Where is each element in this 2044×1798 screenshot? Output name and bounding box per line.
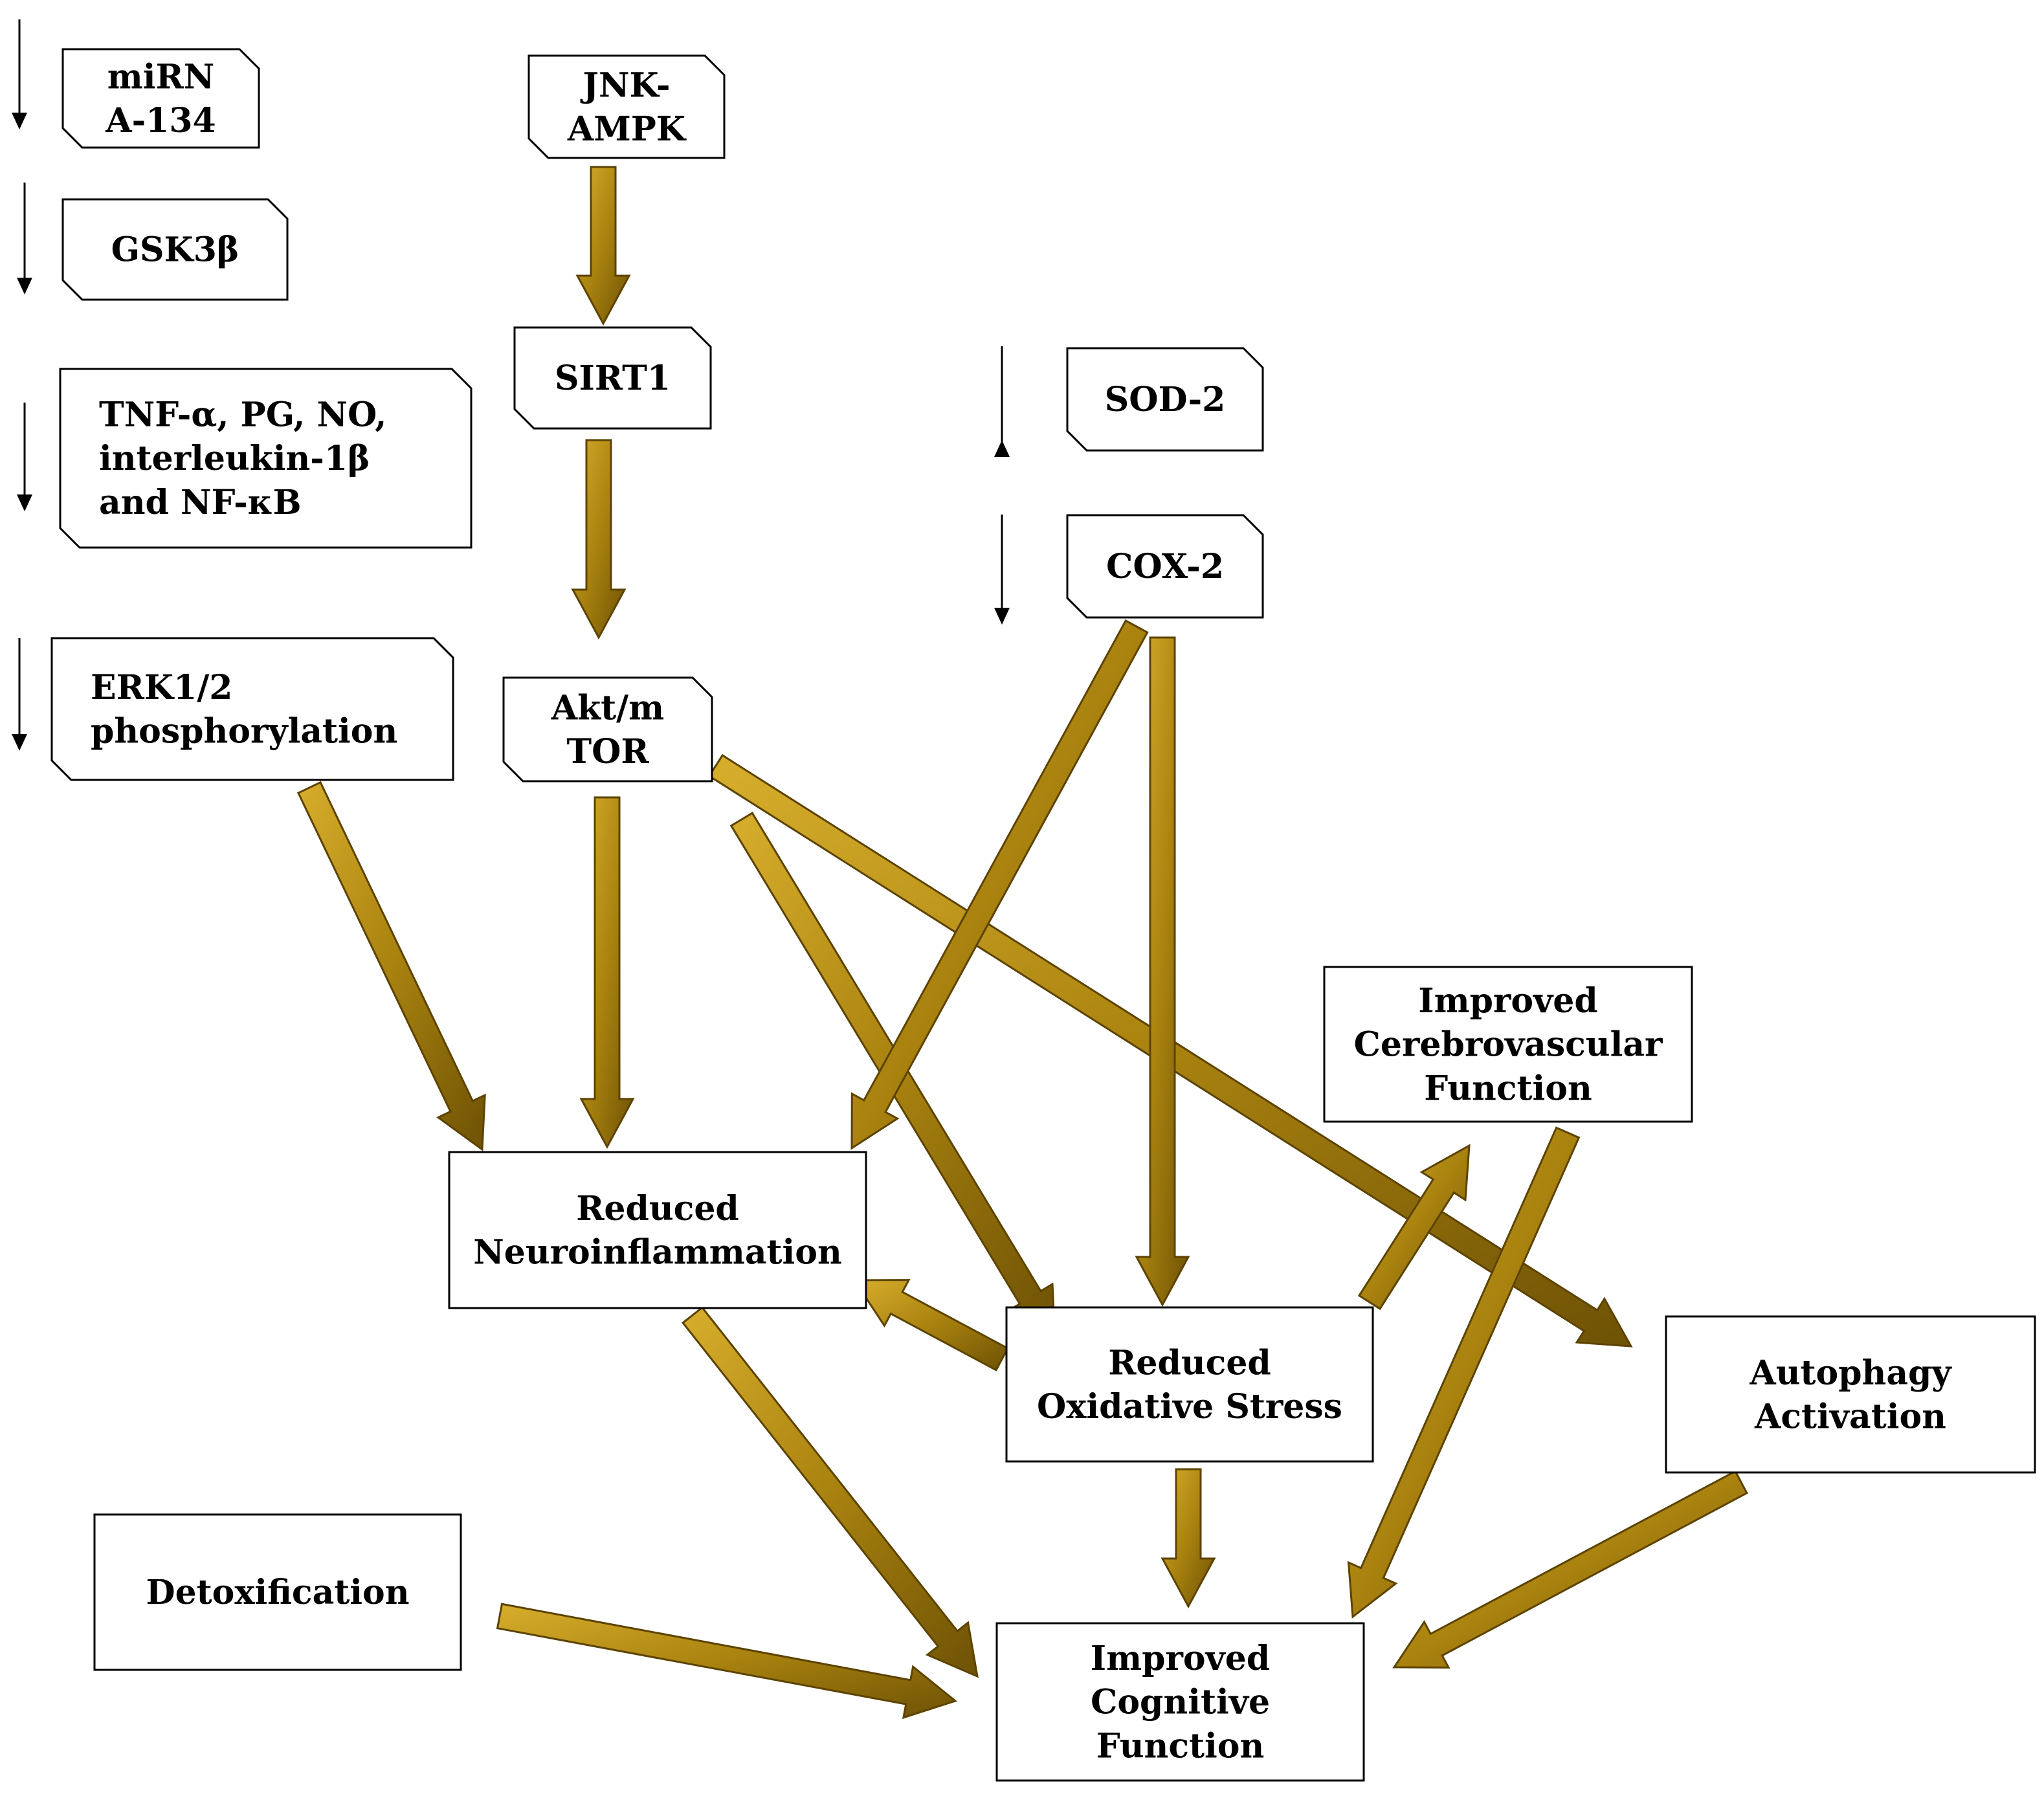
arrow-erk-to-neuro [296,781,486,1151]
node-gsk: GSK3β [61,198,289,301]
arrow-cox-to-oxid [1135,636,1190,1307]
node-cox-label-1: COX-2 [1106,547,1224,586]
node-jnk-label-1: JNK- [580,65,670,105]
node-sod-label-1: SOD-2 [1105,380,1226,419]
node-neuro-label-2: Neuroinflammation [473,1233,842,1272]
node-cognitive-box [995,1622,1365,1782]
node-erk-label-2: phosphorylation [91,712,397,751]
arrow-jnk-to-sirt [575,166,631,326]
mirna-down-arrow-icon [12,19,27,129]
node-akt-box [502,676,713,782]
tnf-down-arrow-icon [17,403,32,511]
node-tnf-label-1: TNF-α, PG, NO, [99,395,386,435]
arrow-neuro-to-cognitive [681,1306,979,1678]
arrow-detox-to-cognitive [496,1603,958,1720]
cox-down-arrow-icon [994,515,1010,625]
node-erk-box [50,637,454,781]
node-neuro-box [448,1151,867,1309]
node-jnk-box [528,54,726,159]
erk-down-arrow-icon [12,638,27,751]
arrow-cox-to-neuro [850,619,1149,1150]
node-cerebro-box [1323,966,1693,1123]
arrow-autophagy-to-cognitive [1392,1470,1748,1669]
node-mirna: miRN A-134 [61,48,260,149]
node-oxid-label-2: Oxidative Stress [1037,1387,1342,1426]
node-cerebro-label-3: Function [1424,1069,1592,1108]
node-cognitive-label-1: Improved [1091,1639,1270,1678]
node-autophagy-label-2: Activation [1754,1397,1946,1437]
node-detox: Detoxification [93,1513,462,1671]
node-gsk-box [61,198,289,301]
node-sod: SOD-2 [1066,347,1264,452]
node-autophagy-label-1: Autophagy [1749,1353,1952,1393]
sod-up-arrow-icon [994,346,1010,457]
arrow-akt-to-neuro [579,796,635,1149]
arrow-sirt-to-akt [571,439,627,640]
node-akt-label-1: Akt/m [551,688,664,727]
node-detox-label-1: Detoxification [146,1573,409,1612]
node-autophagy-box [1665,1315,2036,1474]
arrow-oxid-to-cerebro [1357,1144,1471,1311]
node-cognitive-label-2: Cognitive [1091,1683,1270,1722]
node-cognitive-label-3: Function [1096,1726,1265,1766]
node-akt-label-2: TOR [566,732,649,771]
node-cox: COX-2 [1066,514,1264,619]
node-mirna-label-1: miRN [107,57,215,96]
arrow-oxid-to-neuro [852,1279,1010,1371]
node-mirna-box [61,48,260,149]
node-jnk: JNK-AMPK [528,54,726,159]
node-erk-label-1: ERK1/2 [91,668,232,707]
node-tnf-box [59,368,472,549]
node-sirt-box [513,326,712,430]
arrow-cerebro-to-cognitive [1347,1126,1581,1619]
node-sirt: SIRT1 [513,326,712,430]
arrows-layer [296,166,1748,1720]
node-oxid-label-1: Reduced [1108,1343,1271,1382]
node-tnf: TNF-α, PG, NO, interleukin-1β and NF-κB [59,368,472,549]
indicators-layer [12,19,1010,751]
node-mirna-label-2: A-134 [105,101,216,140]
node-tnf-label-3: and NF-κB [99,483,302,522]
arrow-oxid-to-cognitive [1161,1468,1216,1609]
node-tnf-label-2: interleukin-1β [99,439,370,478]
node-sod-box [1066,347,1264,452]
node-gsk-label-1: GSK3β [111,230,239,270]
node-neuro-label-1: Reduced [576,1189,739,1228]
node-oxid-box [1005,1306,1374,1463]
node-cerebro-label-1: Improved [1418,981,1597,1021]
node-jnk-label-2: AMPK [567,109,687,149]
node-erk: ERK1/2 phosphorylation [50,637,454,781]
node-sirt-label-1: SIRT1 [555,359,671,398]
node-detox-box [93,1513,462,1671]
node-cerebro-label-2: Cerebrovascular [1354,1025,1663,1065]
gsk-down-arrow-icon [17,183,32,294]
node-cox-box [1066,514,1264,619]
